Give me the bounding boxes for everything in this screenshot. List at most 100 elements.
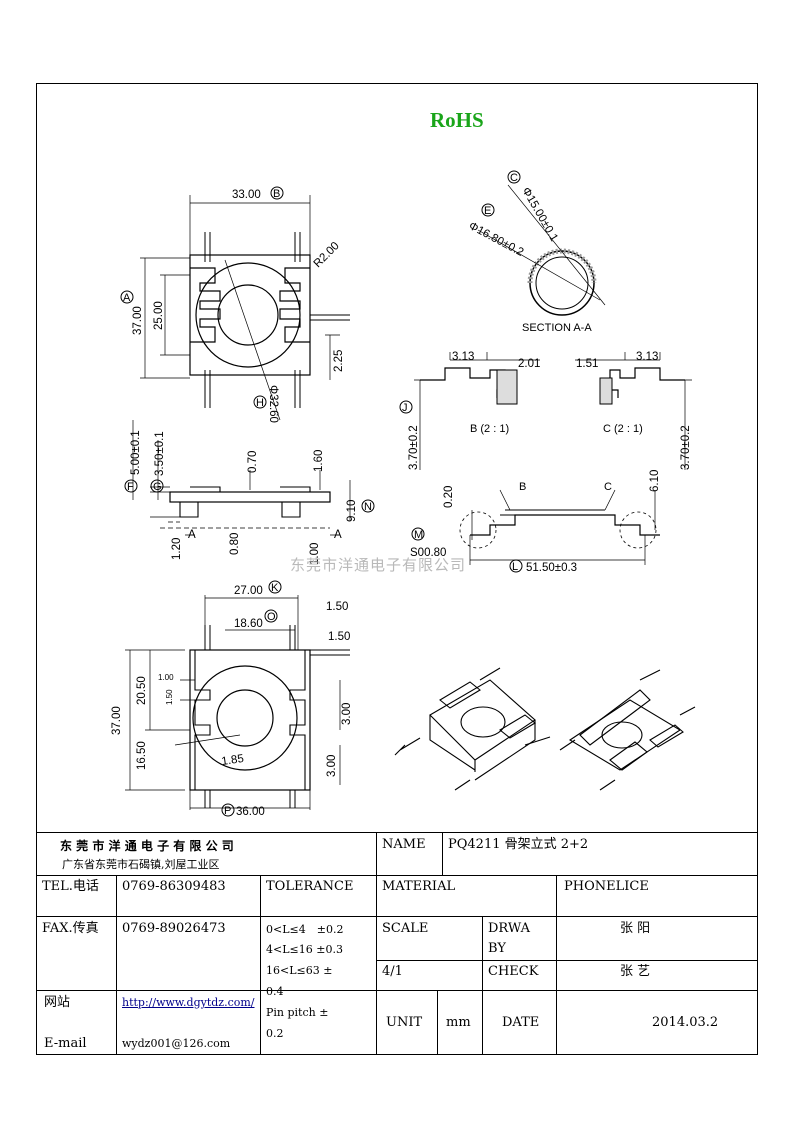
dim-1-5-a: 1.50 bbox=[326, 601, 348, 613]
dim-3-5: 3.50±0.1 bbox=[154, 431, 166, 476]
dim-phi15: Φ15.00±0.1 bbox=[519, 186, 560, 244]
watermark: 东莞市洋通电子有限公司 bbox=[290, 556, 466, 574]
datum-f: F bbox=[127, 481, 134, 493]
datum-p: P bbox=[224, 805, 231, 817]
dim-51-5: 51.50±0.3 bbox=[526, 562, 577, 574]
email-value: wydz001@126.com bbox=[122, 1037, 231, 1050]
datum-e: E bbox=[484, 205, 491, 217]
dim-3-7-right: 3.70±0.2 bbox=[680, 425, 692, 470]
datum-h: H bbox=[256, 397, 264, 409]
iso-view-left bbox=[394, 667, 551, 791]
tolerance-line: 0.4 bbox=[266, 985, 284, 998]
top-view bbox=[140, 195, 350, 421]
cut-a-left: A bbox=[188, 529, 196, 541]
by-label: BY bbox=[488, 941, 506, 956]
tel-label: TEL.电话 bbox=[42, 879, 99, 894]
drwa-label: DRWA bbox=[488, 921, 531, 936]
top-view-labels: 33.00 B 25.00 37.00 A R2.00 2.25 Φ32.60 … bbox=[120, 186, 345, 423]
dim-1-0-small: 1.00 bbox=[158, 673, 174, 682]
dim-0-2: 0.20 bbox=[443, 486, 455, 508]
dim-1-0: 1.00 bbox=[309, 543, 321, 565]
dim-s00-8: S00.80 bbox=[410, 547, 446, 559]
dim-3-0-a: 3.00 bbox=[341, 703, 353, 725]
datum-m: M bbox=[414, 529, 423, 541]
dim-37-b: 37.00 bbox=[111, 706, 123, 735]
tolerance-line: 0<L≤4 ±0.2 bbox=[266, 923, 344, 936]
dim-1-51: 1.51 bbox=[576, 358, 598, 370]
check-label: CHECK bbox=[488, 964, 539, 979]
tolerance-line: 4<L≤16 ±0.3 bbox=[266, 943, 343, 956]
datum-n: N bbox=[364, 501, 372, 513]
dim-phi16: Φ16.80±0.2 bbox=[467, 220, 526, 259]
dim-3-0-b: 3.00 bbox=[326, 755, 338, 777]
tolerance-line: 0.2 bbox=[266, 1027, 284, 1040]
callout-b: B bbox=[519, 481, 526, 493]
dim-25: 25.00 bbox=[153, 301, 165, 330]
dim-1-2: 1.20 bbox=[171, 538, 183, 560]
dim-27: 27.00 bbox=[234, 585, 263, 597]
dim-r2: R2.00 bbox=[312, 240, 342, 270]
detail-views bbox=[414, 352, 692, 565]
drawing-frame bbox=[36, 83, 758, 1055]
datum-k: K bbox=[271, 582, 279, 594]
section-view bbox=[477, 184, 606, 316]
drawn-by: 张 阳 bbox=[620, 921, 651, 936]
web-link[interactable]: http://www.dgytdz.com/ bbox=[122, 996, 255, 1009]
section-caption: SECTION A-A bbox=[522, 322, 592, 334]
company-name: 东 莞 市 洋 通 电 子 有 限 公 司 bbox=[60, 839, 234, 853]
name-label: NAME bbox=[382, 837, 426, 852]
dim-6-1: 6.10 bbox=[649, 470, 661, 492]
view-b: B (2 : 1) bbox=[470, 423, 509, 435]
dim-9-1: 9.10 bbox=[346, 500, 358, 522]
unit-value: mm bbox=[446, 1015, 471, 1030]
checked-by: 张 艺 bbox=[620, 964, 651, 979]
material-label: MATERIAL bbox=[382, 879, 456, 894]
fax-label: FAX.传真 bbox=[42, 921, 99, 936]
tolerance-label: TOLERANCE bbox=[266, 879, 354, 894]
dim-phi32: Φ32.60 bbox=[267, 385, 279, 423]
scale-label: SCALE bbox=[382, 921, 429, 936]
detail-labels: 3.13 2.01 1.51 3.13 3.70±0.2 J 3.70±0.2 … bbox=[399, 351, 692, 574]
dim-1-5-small: 1.50 bbox=[165, 689, 174, 705]
fax-value: 0769-89026473 bbox=[122, 921, 226, 936]
dim-16-5: 16.50 bbox=[136, 741, 148, 770]
phonelice-label: PHONELICE bbox=[564, 879, 649, 894]
datum-l: L bbox=[512, 561, 518, 573]
dim-2-25: 2.25 bbox=[333, 350, 345, 372]
email-label: E-mail bbox=[44, 1036, 87, 1051]
dim-0-8: 0.80 bbox=[229, 533, 241, 555]
datum-b: B bbox=[273, 188, 280, 200]
dim-0-7: 0.70 bbox=[247, 451, 259, 473]
dim-5: 5.00±0.1 bbox=[130, 430, 142, 475]
iso-view-right bbox=[559, 669, 696, 791]
datum-c: C bbox=[510, 172, 518, 184]
dim-1-6: 1.60 bbox=[313, 450, 325, 472]
side-view-labels: 5.00±0.1 F 3.50±0.1 G 0.70 1.60 9.10 N 1… bbox=[124, 430, 375, 565]
datum-a: A bbox=[123, 292, 131, 304]
dim-2-01: 2.01 bbox=[518, 358, 540, 370]
datum-j: J bbox=[402, 402, 408, 414]
callout-c: C bbox=[604, 481, 612, 493]
dim-36: 36.00 bbox=[236, 806, 265, 818]
company-address: 广东省东莞市石碣镇,刘屋工业区 bbox=[62, 858, 220, 871]
datum-o: O bbox=[267, 611, 276, 623]
dim-3-7-left: 3.70±0.2 bbox=[408, 425, 420, 470]
dim-1-85: 1.85 bbox=[221, 753, 245, 768]
unit-label: UNIT bbox=[386, 1015, 423, 1030]
side-view bbox=[132, 420, 351, 536]
dim-3-13-right: 3.13 bbox=[636, 351, 658, 363]
rohs-label: RoHS bbox=[430, 108, 484, 132]
tel-value: 0769-86309483 bbox=[122, 879, 226, 894]
dim-33: 33.00 bbox=[232, 189, 261, 201]
bottom-view bbox=[125, 595, 350, 810]
web-label: 网站 bbox=[44, 995, 71, 1010]
bottom-view-labels: 27.00 K 18.60 O 1.50 1.50 1.00 1.50 20.5… bbox=[111, 580, 353, 818]
date-value: 2014.03.2 bbox=[652, 1015, 719, 1030]
cut-a-right: A bbox=[334, 529, 342, 541]
dim-18-6: 18.60 bbox=[234, 618, 263, 630]
dim-1-5-b: 1.50 bbox=[328, 631, 350, 643]
date-label: DATE bbox=[502, 1015, 540, 1030]
tolerance-line: 16<L≤63 ± bbox=[266, 964, 333, 977]
dim-20-5: 20.50 bbox=[136, 676, 148, 705]
